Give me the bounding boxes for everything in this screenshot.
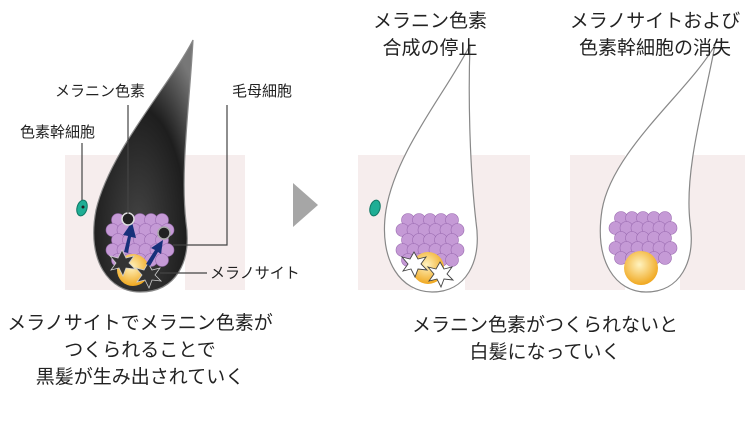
melanocyte-burst-icons	[108, 249, 163, 289]
title-line: メラニン色素	[372, 10, 487, 32]
title-line: 色素幹細胞の消失	[578, 37, 731, 59]
label-melanocyte: メラノサイト	[210, 264, 300, 282]
right-caption: メラニン色素がつくられないと 白髪になっていく	[380, 312, 710, 366]
melanin-granule	[121, 212, 135, 226]
transition-arrow-icon	[293, 183, 318, 227]
label-stem-cells: 色素幹細胞	[20, 123, 96, 141]
caption-line: メラニン色素がつくられないと	[411, 314, 678, 336]
matrix-cell	[658, 251, 672, 265]
leader-lines	[81, 105, 228, 274]
middle-title: メラニン色素 合成の停止	[340, 8, 520, 62]
matrix-cells-cluster	[395, 213, 465, 267]
caption-line: つくられることで	[64, 339, 216, 361]
title-line: 合成の停止	[382, 37, 478, 59]
matrix-cell	[445, 253, 459, 267]
stem-cell-nucleus	[81, 205, 85, 209]
melanin-transfer-arrows	[123, 222, 163, 266]
caption-line: 白髪になっていく	[469, 341, 621, 363]
pigment-stem-cell	[369, 199, 381, 217]
melanin-granule	[157, 226, 171, 240]
left-caption: メラノサイトでメラニン色素が つくられることで 黒髪が生み出されていく	[0, 310, 280, 391]
right-title: メラノサイトおよび 色素幹細胞の消失	[550, 8, 750, 62]
label-matrix-cells: 毛母細胞	[232, 82, 293, 100]
caption-line: メラノサイトでメラニン色素が	[7, 312, 273, 334]
matrix-cell	[155, 253, 169, 267]
hair-bulb-core	[624, 251, 658, 285]
caption-line: 黒髪が生み出されていく	[35, 366, 245, 388]
title-line: メラノサイトおよび	[569, 10, 741, 32]
label-melanin: メラニン色素	[55, 82, 146, 100]
inactive-melanocyte-burst-icons	[400, 251, 455, 289]
